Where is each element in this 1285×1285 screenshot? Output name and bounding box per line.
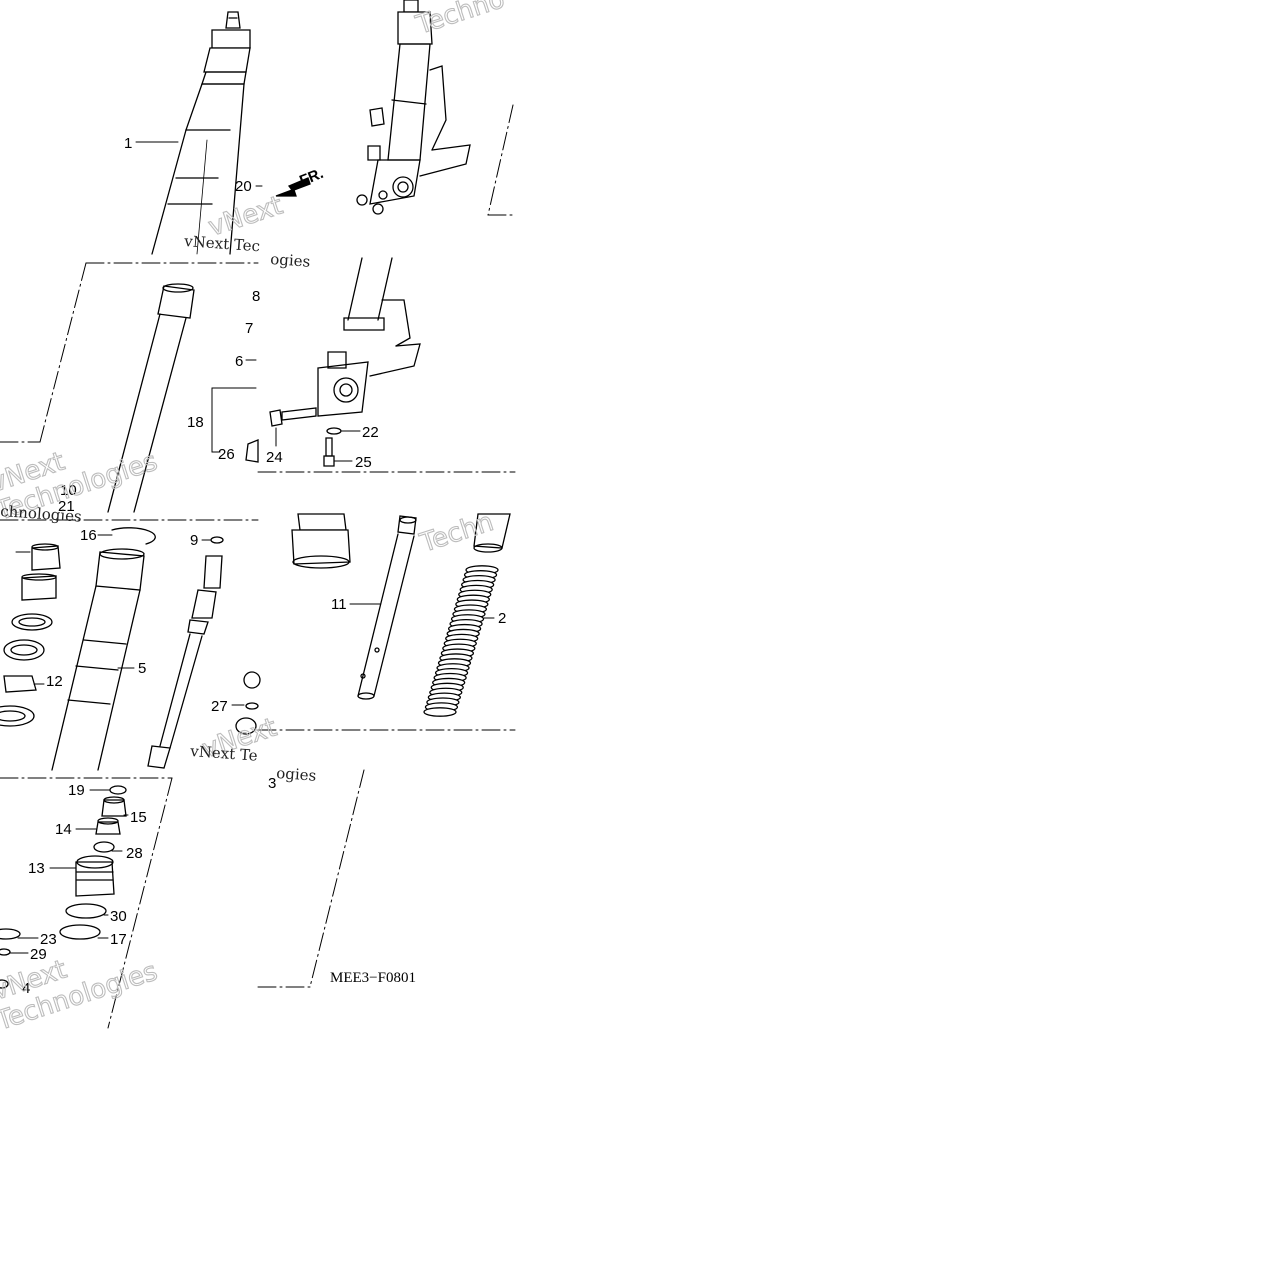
callout-20: 20 — [235, 178, 252, 195]
fork-tube-lower — [107, 283, 195, 513]
callout-2: 2 — [498, 610, 506, 627]
callout-25: 25 — [355, 454, 372, 471]
bushings-and-seals — [0, 543, 61, 727]
watermark-serif-fragment: vNext Te — [189, 742, 259, 765]
callout-7: 7 — [245, 320, 253, 337]
callout-numbers: 1 2 3 4 5 6 7 8 9 10 11 12 13 14 15 16 1… — [22, 135, 506, 997]
callout-3: 3 — [268, 775, 276, 792]
callout-19: 19 — [68, 782, 85, 799]
watermark-serif-fragment: ogies — [276, 764, 317, 785]
spring-coil — [423, 707, 457, 717]
fork-slider-top — [356, 0, 471, 215]
callout-15: 15 — [130, 809, 147, 826]
callout-5: 5 — [138, 660, 146, 677]
callout-30: 30 — [110, 908, 127, 925]
callout-6: 6 — [235, 353, 243, 370]
fork-spring — [423, 565, 499, 717]
callout-10: 10 — [60, 482, 77, 499]
callout-4: 4 — [22, 980, 30, 997]
washer — [326, 427, 342, 435]
callout-21: 21 — [58, 498, 75, 515]
oil-seal-partial — [245, 439, 259, 463]
callout-11: 11 — [331, 596, 347, 613]
callout-1: 1 — [124, 135, 132, 152]
inner-pipe — [357, 515, 417, 700]
outer-slider — [51, 548, 145, 771]
watermark-serif-fragment: vNext Tec — [183, 232, 261, 255]
socket-bolt — [323, 437, 335, 467]
callout-leaders — [9, 141, 495, 954]
callout-14: 14 — [55, 821, 72, 838]
callout-12: 12 — [46, 673, 63, 690]
snap-ring — [111, 527, 156, 545]
bottom-valve-partial — [235, 671, 261, 735]
callout-29: 29 — [30, 946, 47, 963]
callout-13: 13 — [28, 860, 45, 877]
callout-23: 23 — [40, 931, 57, 948]
panel-outlines — [0, 104, 516, 1029]
damper-rod — [147, 536, 224, 769]
front-direction-label: FR. — [297, 165, 326, 190]
fork-cap-partial — [291, 513, 351, 569]
callout-9: 9 — [190, 532, 198, 549]
axle-bolt — [269, 407, 317, 427]
front-direction-arrow: FR. — [275, 165, 326, 197]
callout-28: 28 — [126, 845, 143, 862]
drawing-code: MEE3−F0801 — [330, 970, 416, 986]
callout-27: 27 — [211, 698, 228, 715]
watermark-serif-fragment: ogies — [270, 250, 311, 271]
fork-tube-upper — [151, 11, 251, 255]
callout-18: 18 — [187, 414, 204, 431]
axle-bracket — [317, 257, 421, 417]
callout-22: 22 — [362, 424, 379, 441]
watermark-fragment: Techno — [412, 0, 508, 41]
callout-24: 24 — [266, 449, 283, 466]
callout-16: 16 — [80, 527, 97, 544]
watermark-serif-fragment: chnologies — [0, 502, 82, 526]
watermark-fragment: Techn — [416, 507, 497, 559]
callout-17: 17 — [110, 931, 127, 948]
cap-and-nut-stack — [0, 785, 127, 989]
callout-26: 26 — [218, 446, 235, 463]
callout-8: 8 — [252, 288, 260, 305]
spring-collar-partial — [473, 513, 511, 553]
